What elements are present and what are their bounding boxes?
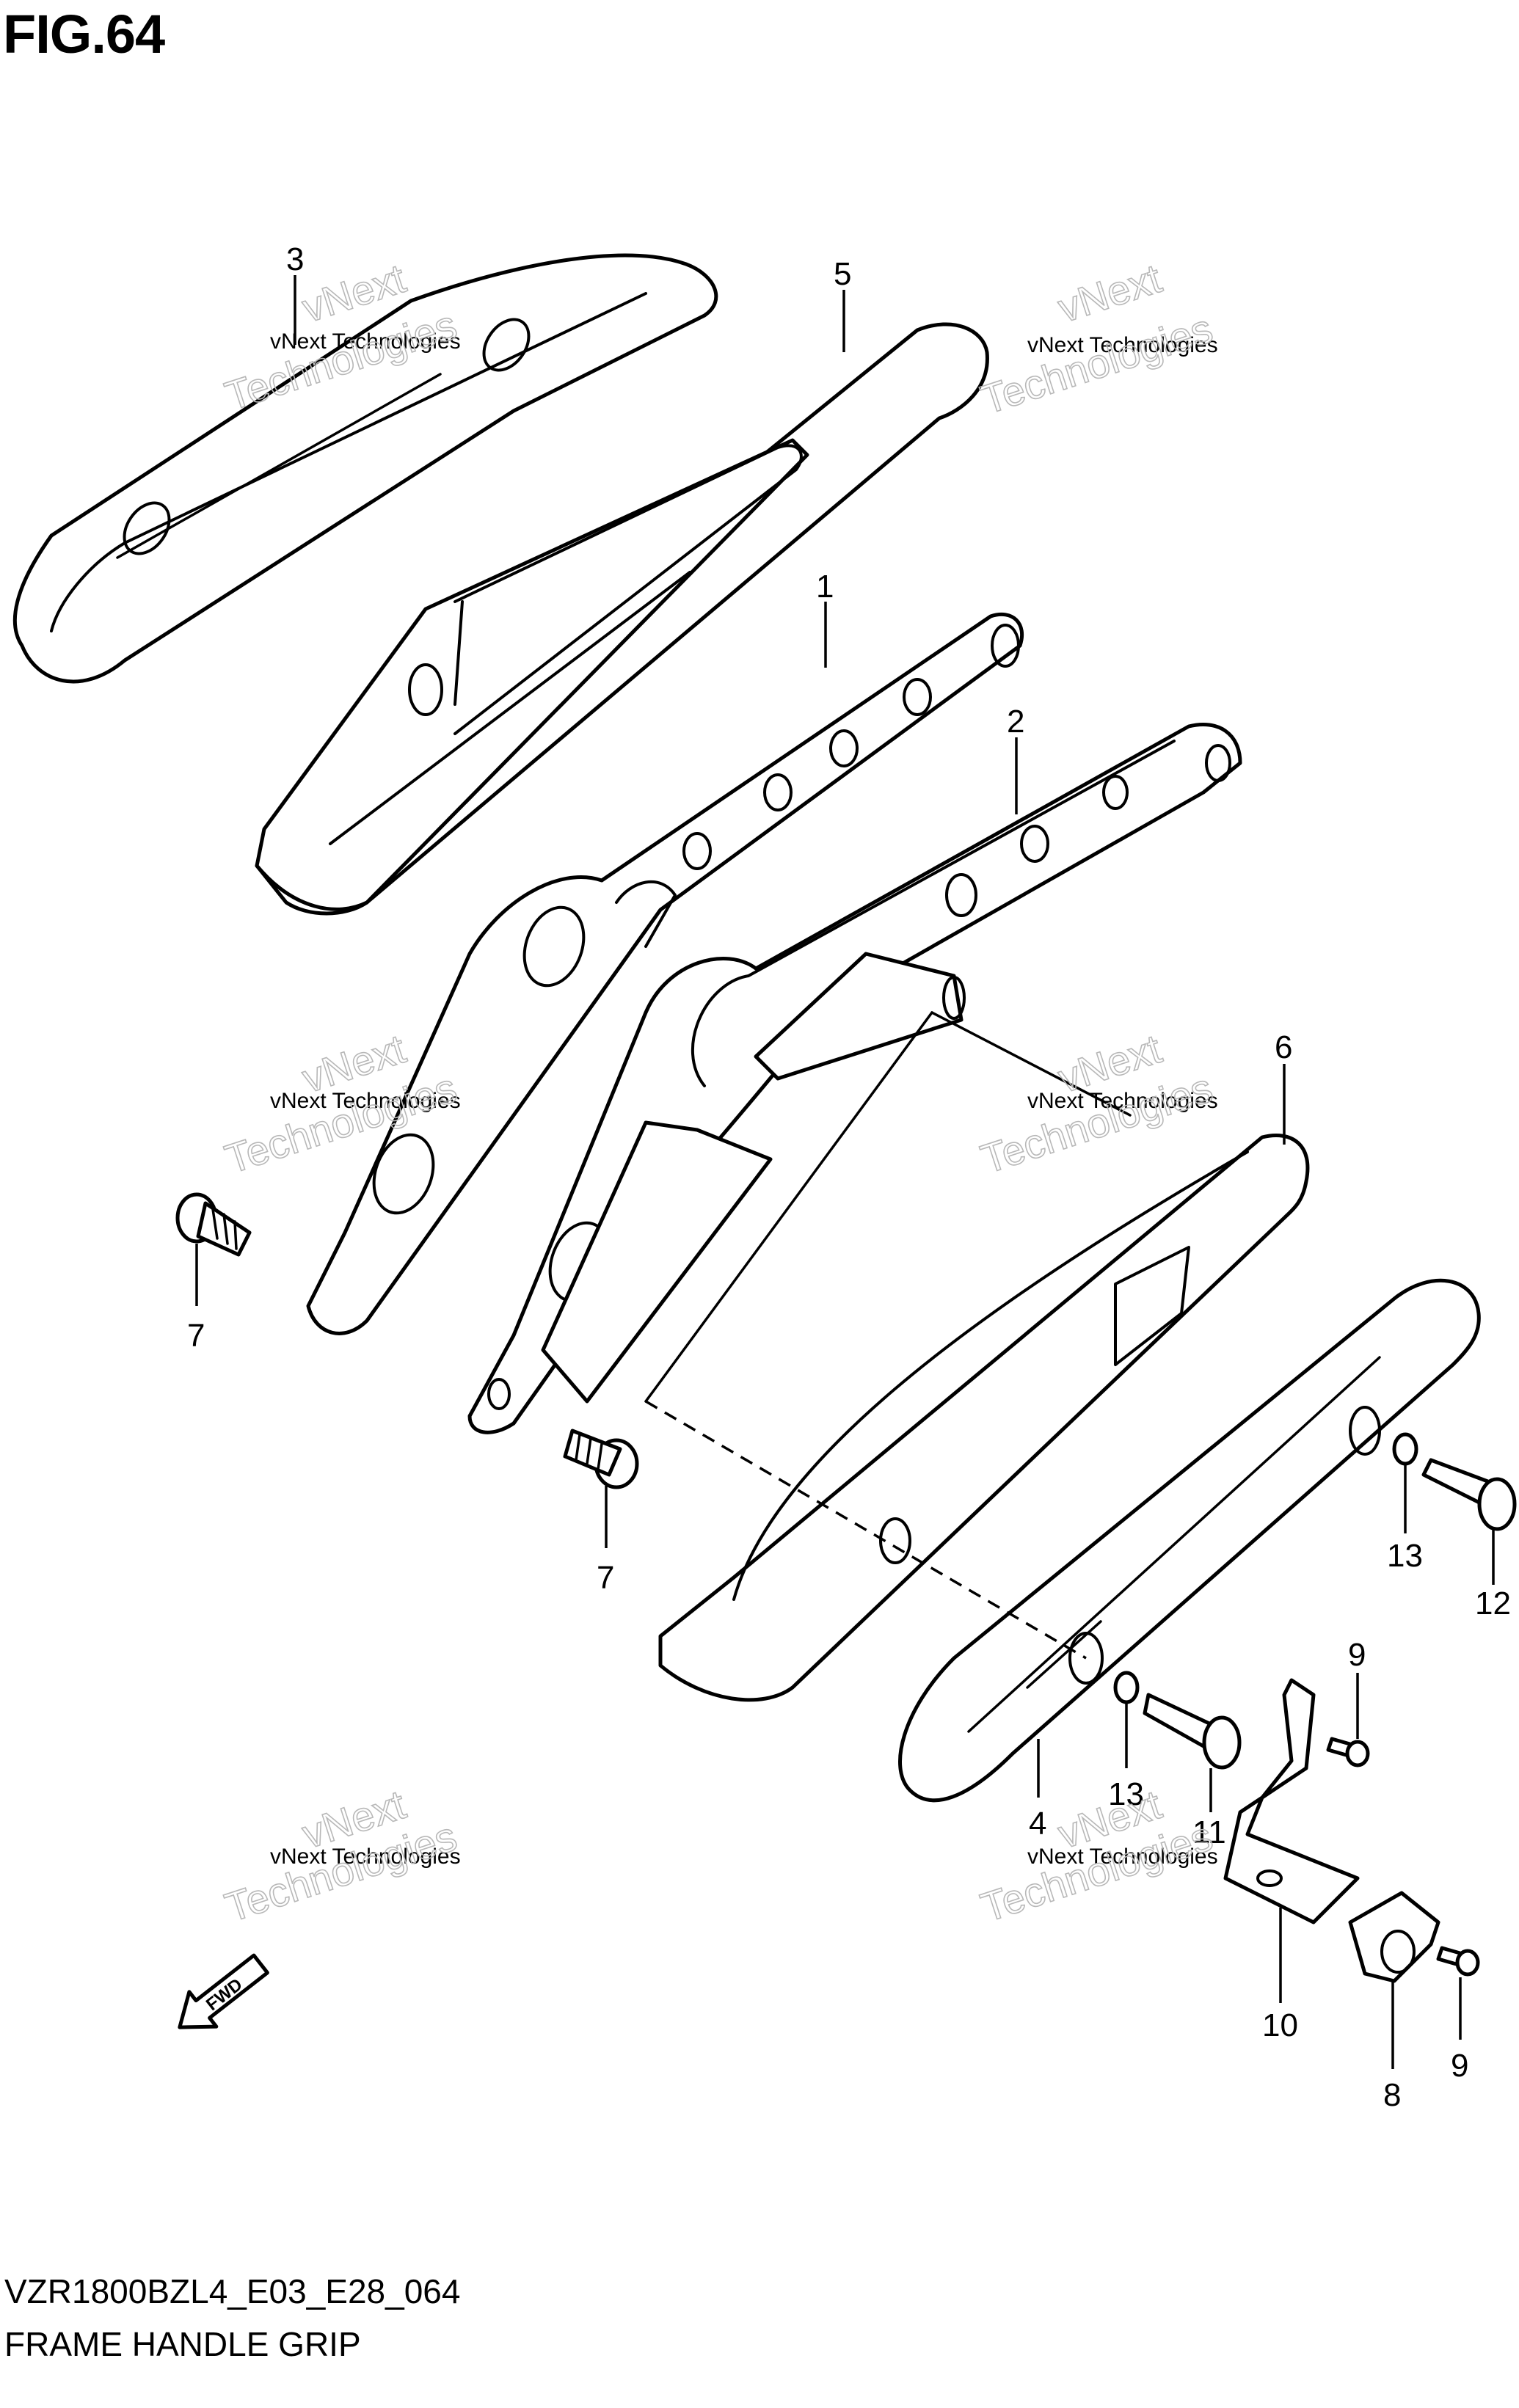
assembly-line: [644, 1011, 933, 1403]
callout-9: 9: [1451, 2048, 1468, 2084]
callout-6: 6: [1275, 1029, 1292, 1065]
part-11-bolt: [1143, 1693, 1242, 1770]
callout-5: 5: [834, 256, 851, 292]
svg-text:vNext Technologies: vNext Technologies: [270, 1845, 461, 1869]
part-8-clamp: [1348, 1891, 1440, 1983]
watermark: vNext vNext Technologies Technologies: [975, 1024, 1218, 1183]
watermark: vNext vNext Technologies Technologies: [975, 1780, 1218, 1931]
callout-9: 9: [1348, 1637, 1366, 1673]
callout-8: 8: [1383, 2077, 1401, 2113]
fwd-arrow-icon: FWD: [178, 1953, 269, 2029]
svg-text:vNext Technologies: vNext Technologies: [1027, 1845, 1218, 1869]
svg-text:vNext Technologies: vNext Technologies: [270, 329, 461, 354]
part-10-bracket: [1223, 1678, 1360, 1924]
callout-7: 7: [187, 1318, 205, 1354]
part-13-washer: [1392, 1432, 1418, 1466]
callout-13: 13: [1108, 1776, 1144, 1812]
watermark: vNext vNext Technologies Technologies: [975, 254, 1218, 423]
part-4-handle-cover: [898, 1278, 1481, 1803]
svg-text:vNext Technologies: vNext Technologies: [1027, 333, 1218, 357]
part-12-bolt: [1421, 1458, 1517, 1531]
callout-2: 2: [1007, 704, 1024, 740]
callout-12: 12: [1475, 1586, 1511, 1621]
part-13-washer: [1113, 1671, 1140, 1704]
svg-text:Technologies: Technologies: [975, 304, 1217, 423]
part-3-handle-cover: [12, 253, 718, 684]
part-2-frame-bracket: [467, 722, 1242, 1434]
callout-13: 13: [1387, 1538, 1423, 1574]
part-9-screw: [1326, 1737, 1370, 1767]
callout-4: 4: [1029, 1806, 1046, 1842]
assembly-line: [645, 1400, 1087, 1660]
svg-text:vNext Technologies: vNext Technologies: [1027, 1089, 1218, 1113]
part-1-frame-bracket: [306, 612, 1024, 1335]
svg-text:vNext Technologies: vNext Technologies: [270, 1089, 461, 1113]
watermark: vNext vNext Technologies Technologies: [219, 1780, 462, 1931]
diagram-caption: FRAME HANDLE GRIP: [4, 2325, 361, 2363]
part-7-screw: [563, 1429, 639, 1489]
part-9-screw: [1436, 1946, 1480, 1977]
figure-title: FIG.64: [3, 4, 165, 65]
svg-text:vNext: vNext: [1052, 255, 1167, 331]
assembly-line: [930, 1011, 1132, 1117]
part-5-handle-grip: [255, 322, 989, 916]
callout-10: 10: [1262, 2007, 1298, 2043]
callout-11: 11: [1192, 1814, 1226, 1850]
callout-7: 7: [597, 1560, 614, 1596]
callout-1: 1: [816, 569, 834, 605]
callout-3: 3: [286, 241, 304, 277]
model-code: VZR1800BZL4_E03_E28_064: [4, 2272, 461, 2310]
part-7-screw: [175, 1192, 252, 1257]
part-6-handle-grip: [658, 1134, 1310, 1702]
